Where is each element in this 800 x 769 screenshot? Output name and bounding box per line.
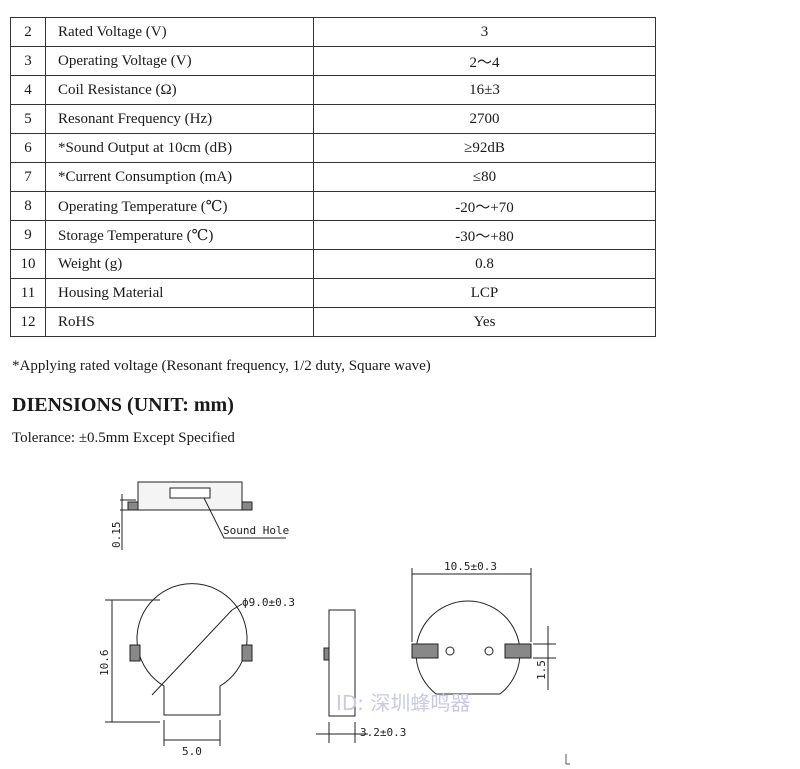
- dim-0-15: 0.15: [110, 522, 123, 549]
- row-parameter: Housing Material: [45, 278, 314, 308]
- row-number: 2: [10, 17, 46, 47]
- row-number: 5: [10, 104, 46, 134]
- row-value: 2～4: [313, 46, 656, 76]
- bottom-view: [411, 568, 556, 695]
- side-view: [316, 609, 368, 743]
- row-parameter: Weight (g): [45, 249, 314, 279]
- row-number: 4: [10, 75, 46, 105]
- row-parameter: Coil Resistance (Ω): [45, 75, 314, 105]
- dim-height: 10.6: [98, 650, 111, 677]
- section-title: DIENSIONS (UNIT: mm): [12, 394, 234, 416]
- dimension-drawing: 0.15 Sound Hole ϕ9.0±0.3 10.6 5.0 3.2±0.…: [98, 481, 570, 765]
- front-view: [105, 583, 253, 746]
- row-value: 16±3: [313, 75, 656, 105]
- row-value: 3: [313, 17, 656, 47]
- row-value: Yes: [313, 307, 656, 337]
- row-parameter: Operating Voltage (V): [45, 46, 314, 76]
- row-parameter: Rated Voltage (V): [45, 17, 314, 47]
- dim-diameter: ϕ9.0±0.3: [242, 596, 295, 609]
- top-view: [120, 481, 286, 550]
- sound-hole-label: Sound Hole: [223, 524, 289, 537]
- footnote: *Applying rated voltage (Resonant freque…: [12, 358, 431, 374]
- row-number: 12: [10, 307, 46, 337]
- row-parameter: RoHS: [45, 307, 314, 337]
- row-number: 11: [10, 278, 46, 308]
- watermark: ID: 深圳蜂鸣器: [336, 691, 470, 715]
- row-value: ≤80: [313, 162, 656, 192]
- row-number: 3: [10, 46, 46, 76]
- row-parameter: Operating Temperature (℃): [45, 191, 314, 221]
- row-number: 9: [10, 220, 46, 250]
- row-number: 10: [10, 249, 46, 279]
- row-value: LCP: [313, 278, 656, 308]
- row-number: 8: [10, 191, 46, 221]
- table-row: 6*Sound Output at 10cm (dB)≥92dB: [10, 133, 656, 163]
- dim-bottom-width: 5.0: [182, 745, 202, 758]
- row-value: -30～+80: [313, 220, 656, 250]
- row-value: 2700: [313, 104, 656, 134]
- row-value: ≥92dB: [313, 133, 656, 163]
- row-parameter: Resonant Frequency (Hz): [45, 104, 314, 134]
- tolerance-note: Tolerance: ±0.5mm Except Specified: [12, 430, 235, 446]
- row-parameter: Storage Temperature (℃): [45, 220, 314, 250]
- dim-pad-height: 1.5: [535, 660, 548, 680]
- table-row: 7*Current Consumption (mA)≤80: [10, 162, 656, 192]
- row-parameter: *Sound Output at 10cm (dB): [45, 133, 314, 163]
- row-value: 0.8: [313, 249, 656, 279]
- dim-width-right: 10.5±0.3: [444, 560, 497, 573]
- dim-thickness: 3.2±0.3: [360, 726, 406, 739]
- row-number: 6: [10, 133, 46, 163]
- row-parameter: *Current Consumption (mA): [45, 162, 314, 192]
- row-value: -20～+70: [313, 191, 656, 221]
- row-number: 7: [10, 162, 46, 192]
